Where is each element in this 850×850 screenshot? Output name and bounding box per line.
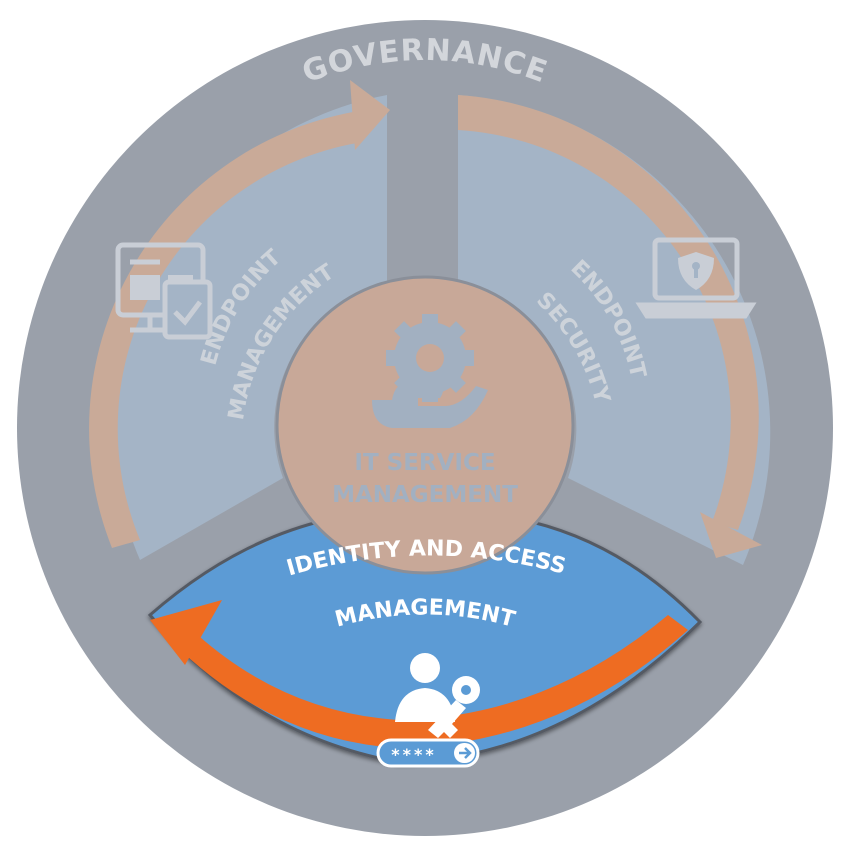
endpoint-management-segment — [112, 95, 387, 560]
user-key-password-icon — [395, 653, 480, 738]
endpoint-security-segment — [458, 95, 771, 565]
password-field-mask: **** — [391, 745, 436, 764]
endpoint-security-arrow — [458, 95, 759, 530]
endpoint-management-arrow — [89, 112, 358, 548]
it-service-management-label: MANAGEMENT — [332, 482, 518, 508]
password-field: **** — [376, 738, 480, 768]
it-service-management-label: IT SERVICE — [354, 450, 495, 476]
endpoint-management-arrowhead — [350, 80, 390, 150]
devices-check-icon — [115, 242, 213, 340]
endpoint-security-arrowhead — [700, 512, 762, 558]
hand-gear-icon — [372, 314, 488, 428]
identity-access-arrow — [170, 615, 688, 748]
laptop-shield-icon — [635, 237, 757, 319]
identity-access-arrowhead — [150, 600, 222, 665]
